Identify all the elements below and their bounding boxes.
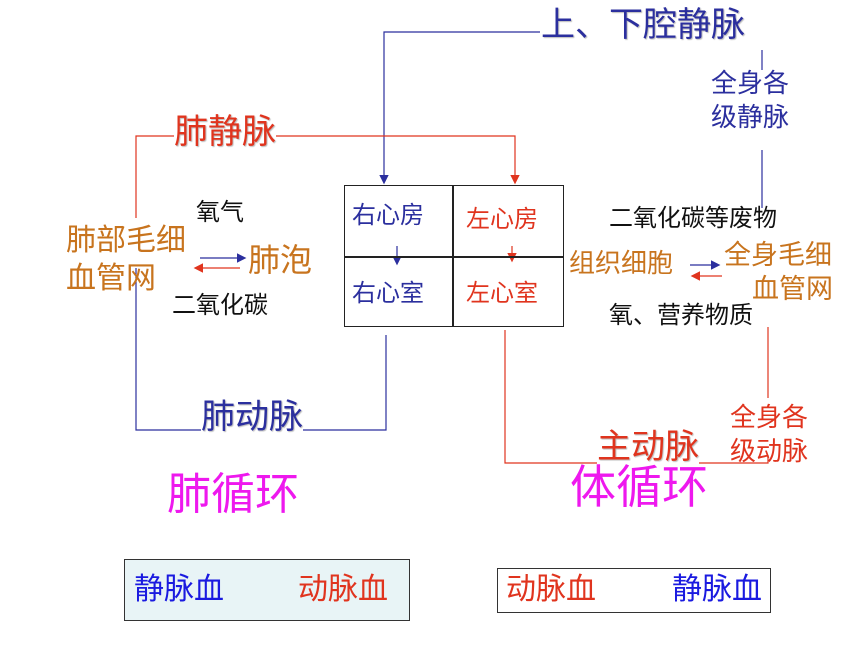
tissue-cells-label: 组织细胞 xyxy=(569,249,674,279)
body-arteries-label-1: 全身各 xyxy=(730,403,809,434)
body-capillary-label-2: 血管网 xyxy=(752,274,833,305)
pulmonary-circulation-title: 肺循环 xyxy=(167,469,299,520)
summary-right-from: 动脉血 xyxy=(506,572,596,607)
right-ventricle: 右心室 xyxy=(352,279,424,307)
right-atrium: 右心房 xyxy=(352,201,424,229)
body-veins-label-2: 级静脉 xyxy=(711,103,790,133)
pulmonary-vein-label: 肺静脉 xyxy=(174,112,276,153)
systemic-circulation-title: 体循环 xyxy=(570,460,708,514)
body-veins-label-1: 全身各 xyxy=(711,69,790,99)
summary-right-box xyxy=(497,568,771,613)
oxygen-label: 氧气 xyxy=(196,198,244,226)
co2-label: 二氧化碳 xyxy=(172,291,268,319)
vena-cava-line xyxy=(379,31,540,185)
body-capillary-label-1: 全身毛细 xyxy=(724,240,832,271)
vena-cava-label: 上、下腔静脉 xyxy=(541,5,745,46)
body-arteries-label-2: 级动脉 xyxy=(730,437,809,467)
pulmonary-artery-label: 肺动脉 xyxy=(201,397,303,438)
lung-capillary-label-2: 血管网 xyxy=(66,261,156,296)
left-ventricle: 左心室 xyxy=(466,279,538,307)
summary-left-from: 静脉血 xyxy=(134,572,224,607)
aorta-label: 主动脉 xyxy=(597,427,699,468)
waste-label: 二氧化碳等废物 xyxy=(609,204,777,232)
heart-diagram xyxy=(344,185,564,327)
summary-right-to: 静脉血 xyxy=(672,572,762,607)
summary-left-to: 动脉血 xyxy=(298,572,388,607)
alveoli-label: 肺泡 xyxy=(248,241,313,279)
pulmonary-vein-line xyxy=(135,135,520,218)
lung-capillary-label-1: 肺部毛细 xyxy=(66,223,186,258)
summary-left-box xyxy=(124,559,410,621)
nutrients-label: 氧、营养物质 xyxy=(609,301,753,329)
left-atrium: 左心房 xyxy=(466,205,538,233)
